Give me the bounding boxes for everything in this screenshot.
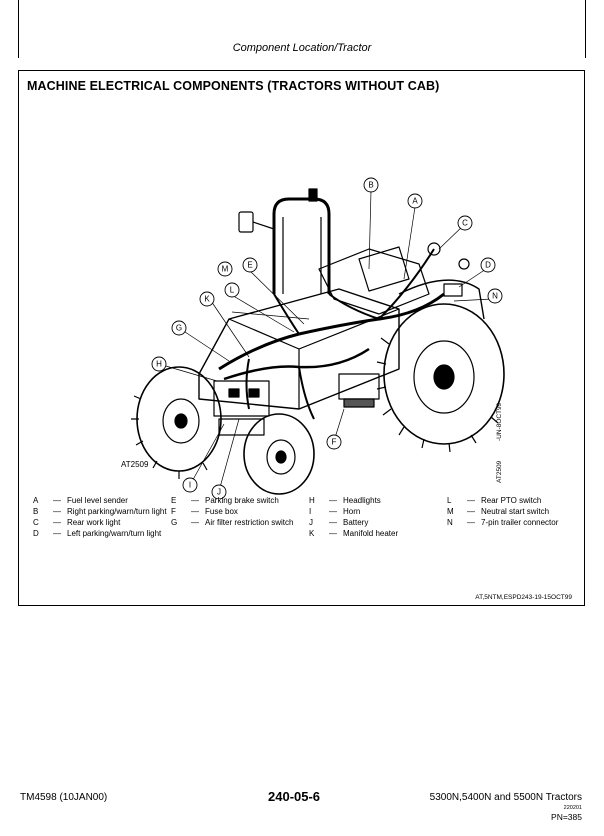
callout-e: E [247, 261, 252, 270]
callout-n: N [492, 292, 498, 301]
legend-col-2: E—Parking brake switch F—Fuse box G—Air … [171, 495, 311, 528]
legend-item: J—Battery [309, 518, 369, 527]
footer-small-code: 220201 [563, 805, 582, 811]
footer-manual-id: TM4598 (10JAN00) [20, 792, 108, 803]
figure-frame: MACHINE ELECTRICAL COMPONENTS (TRACTORS … [18, 70, 585, 606]
callout-h: H [156, 360, 162, 369]
legend-item: B—Right parking/warn/turn light [33, 507, 167, 516]
footer-page-number: 240-05-6 [268, 789, 321, 804]
legend-item: F—Fuse box [171, 507, 238, 516]
figure-side-code: -UN-8OCT99 [496, 402, 503, 441]
figure-id: AT2509 [121, 460, 149, 469]
figure-callouts: B A C D N E M L K G H F I J [151, 177, 503, 499]
tractor-illustration: B A C D N E M L K G H F I J [131, 177, 505, 499]
reference-code: AT,5NTM,ESPD243-19-15OCT99 [475, 594, 572, 601]
figure-side-id: AT2509 [496, 460, 503, 483]
legend-item: E—Parking brake switch [171, 496, 279, 505]
legend-item: H—Headlights [309, 496, 381, 505]
footer-pn: PN=385 [551, 812, 582, 822]
legend-item: M—Neutral start switch [447, 507, 550, 516]
legend-item: K—Manifold heater [309, 529, 399, 538]
callout-i: I [189, 481, 191, 490]
legend-col-4: L—Rear PTO switch M—Neutral start switch… [447, 495, 573, 528]
callout-g: G [176, 324, 182, 333]
legend-item: D—Left parking/warn/turn light [33, 529, 162, 538]
legend-item: A—Fuel level sender [33, 496, 128, 505]
legend-item: G—Air filter restriction switch [171, 518, 294, 527]
legend-item: L—Rear PTO switch [447, 496, 542, 505]
legend-col-3: H—Headlights I—Horn J—Battery K—Manifold… [309, 495, 449, 539]
callout-f: F [332, 438, 337, 447]
legend-item: C—Rear work light [33, 518, 121, 527]
callout-m: M [222, 265, 229, 274]
legend-item: I—Horn [309, 507, 361, 516]
page-top-rules [18, 0, 586, 60]
legend-col-1: A—Fuel level sender B—Right parking/warn… [33, 495, 173, 539]
callout-j: J [217, 488, 221, 497]
callout-b: B [368, 181, 373, 190]
callout-c: C [462, 219, 468, 228]
callout-d: D [485, 261, 491, 270]
callout-l: L [230, 286, 235, 295]
legend-item: N—7-pin trailer connector [447, 518, 559, 527]
callout-a: A [412, 197, 418, 206]
footer-models: 5300N,5400N and 5500N Tractors [429, 792, 582, 803]
section-title: MACHINE ELECTRICAL COMPONENTS (TRACTORS … [27, 79, 440, 93]
header-title: Component Location/Tractor [232, 42, 372, 54]
callout-k: K [204, 295, 210, 304]
